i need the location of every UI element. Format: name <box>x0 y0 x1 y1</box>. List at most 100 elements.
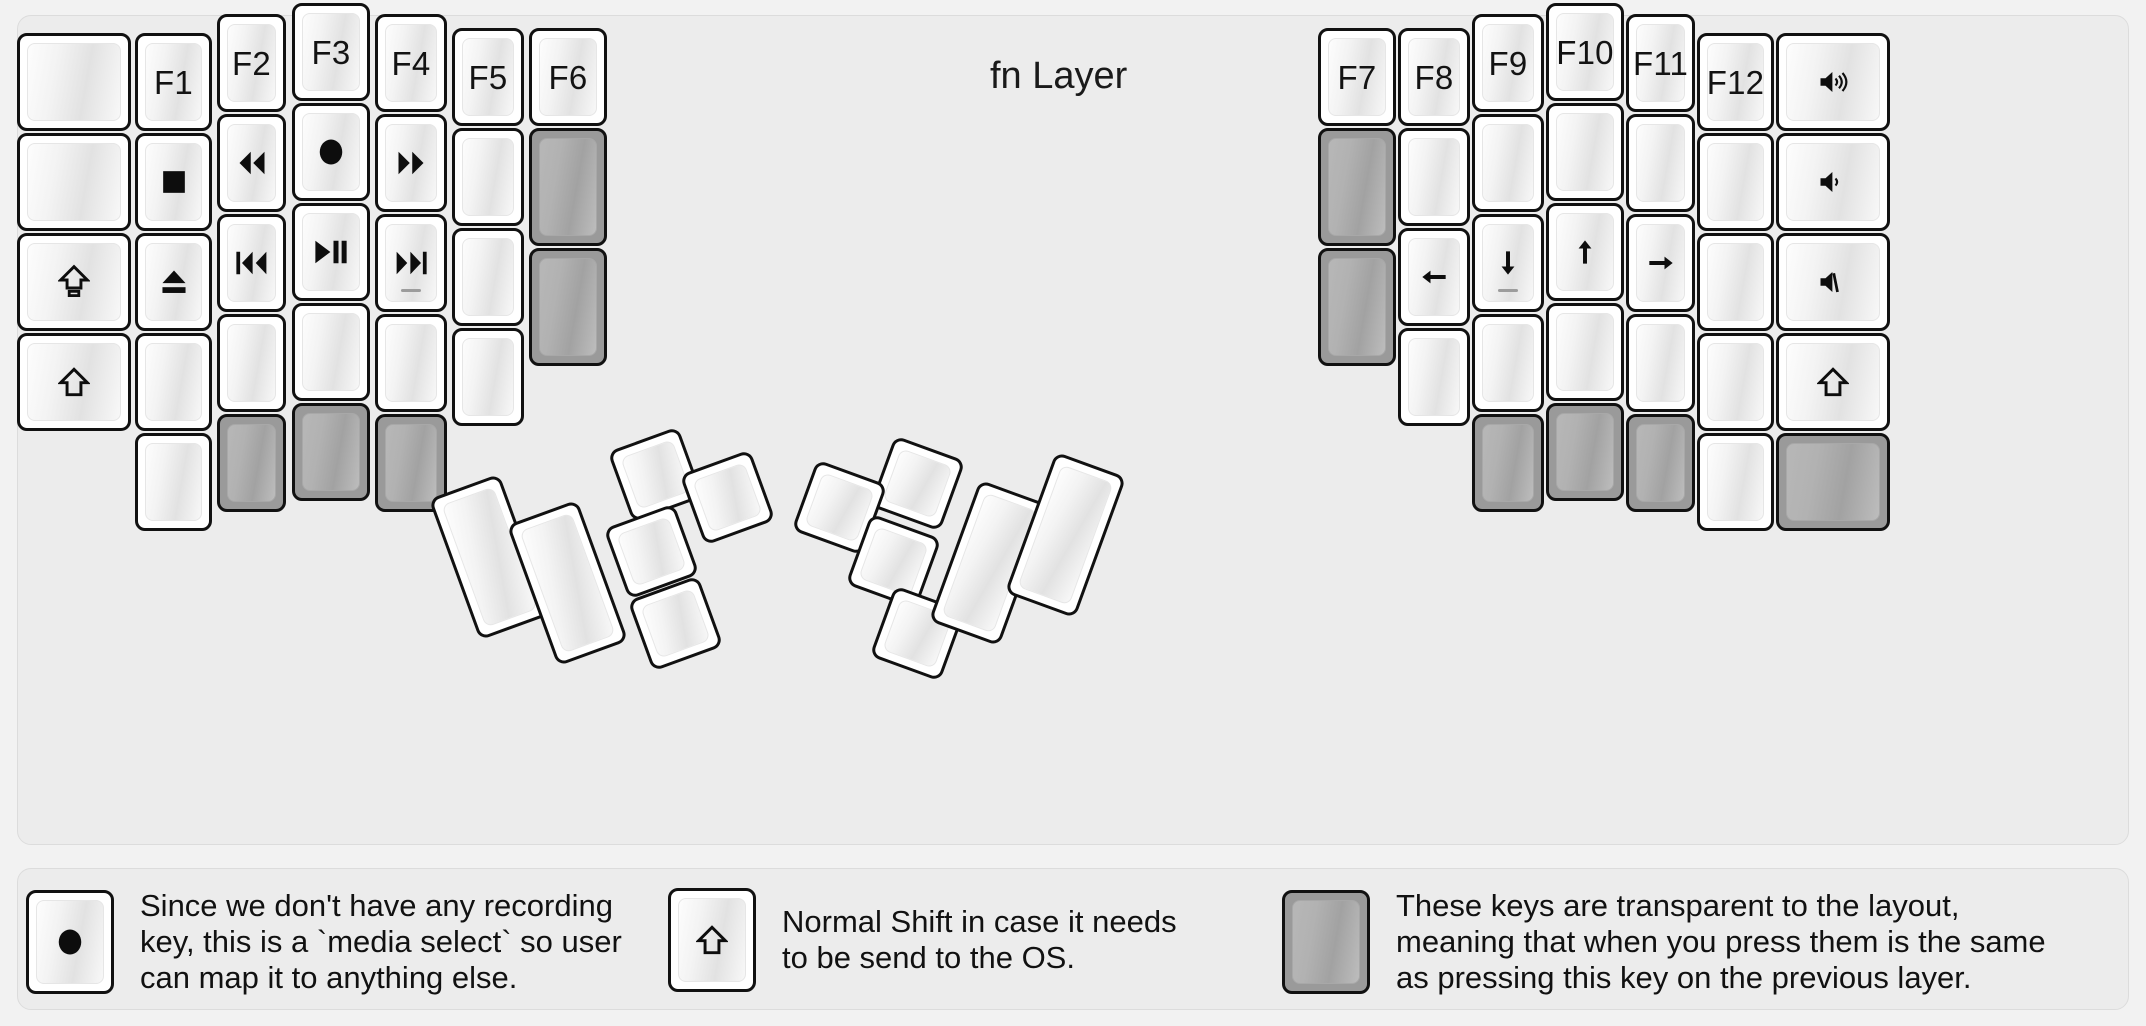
left-col-middle-key-3[interactable] <box>292 303 370 401</box>
right-col-innermost-key-1[interactable] <box>1318 128 1396 246</box>
right-col-pinky-key-3[interactable] <box>1697 333 1774 431</box>
right-col-pinky-key-1[interactable] <box>1697 133 1774 231</box>
left-col-pinky-key-2[interactable] <box>135 233 212 331</box>
right-col-inner-key-0[interactable]: F8 <box>1398 28 1470 126</box>
right-col-ring-key-3[interactable] <box>1626 314 1695 412</box>
left-col-innermost-key-2[interactable] <box>529 248 607 366</box>
left-col-outer-key-2[interactable] <box>17 233 131 331</box>
left-col-inner-key-1[interactable] <box>452 128 524 226</box>
right-col-index-key-4[interactable] <box>1472 414 1544 512</box>
right-col-outer-key-3[interactable] <box>1776 333 1890 431</box>
left-col-inner-key-3[interactable] <box>452 328 524 426</box>
left-col-pinky-key-0[interactable]: F1 <box>135 33 212 131</box>
keycap-face <box>1556 413 1614 491</box>
left-col-pinky-key-3[interactable] <box>135 333 212 431</box>
left-col-middle-key-0[interactable]: F3 <box>292 3 370 101</box>
keycap-face: F7 <box>1328 38 1386 116</box>
left-col-inner-key-0[interactable]: F5 <box>452 28 524 126</box>
keycap-face <box>1328 138 1386 236</box>
record-icon <box>316 136 346 168</box>
keycap-face <box>302 113 360 191</box>
keycap-face <box>1707 443 1764 521</box>
keycap-face <box>227 224 276 302</box>
right-col-innermost-key-0[interactable]: F7 <box>1318 28 1396 126</box>
right-col-index-key-2[interactable] <box>1472 214 1544 312</box>
left-col-outer-key-1[interactable] <box>17 133 131 231</box>
left-col-index-key-4[interactable] <box>375 414 447 512</box>
left-col-index-key-1[interactable] <box>375 114 447 212</box>
keycap-face <box>1482 324 1534 402</box>
key-label: F1 <box>154 63 193 101</box>
caps-lock-icon <box>58 263 90 301</box>
keycap-face <box>1556 213 1614 291</box>
right-col-ring-key-0[interactable]: F11 <box>1626 14 1695 112</box>
left-col-middle-key-4[interactable] <box>292 403 370 501</box>
right-col-ring-key-2[interactable] <box>1626 214 1695 312</box>
right-col-outer-key-1[interactable] <box>1776 133 1890 231</box>
left-col-ring-key-1[interactable] <box>217 114 286 212</box>
right-col-index-key-0[interactable]: F9 <box>1472 14 1544 112</box>
right-col-middle-key-1[interactable] <box>1546 103 1624 201</box>
left-col-ring-key-3[interactable] <box>217 314 286 412</box>
keycap-face <box>227 124 276 202</box>
keycap-face <box>1786 43 1880 121</box>
keycap-face <box>302 413 360 491</box>
keycap-face <box>145 243 202 321</box>
right-col-inner-key-3[interactable] <box>1398 328 1470 426</box>
right-col-outer-key-0[interactable] <box>1776 33 1890 131</box>
right-col-middle-key-0[interactable]: F10 <box>1546 3 1624 101</box>
left-col-outer-key-0[interactable] <box>17 33 131 131</box>
left-col-pinky-key-1[interactable] <box>135 133 212 231</box>
keycap-face <box>1636 324 1685 402</box>
right-col-pinky-key-0[interactable]: F12 <box>1697 33 1774 131</box>
right-col-outer-key-2[interactable] <box>1776 233 1890 331</box>
left-col-index-key-3[interactable] <box>375 314 447 412</box>
left-col-innermost-key-0[interactable]: F6 <box>529 28 607 126</box>
keycap-face: F9 <box>1482 24 1534 102</box>
keycap-face <box>640 588 711 659</box>
right-col-ring-key-1[interactable] <box>1626 114 1695 212</box>
fast-forward-icon <box>392 148 430 178</box>
left-col-pinky-key-4[interactable] <box>135 433 212 531</box>
eject-icon <box>157 267 191 297</box>
key-label: F7 <box>1337 58 1377 96</box>
right-col-middle-key-4[interactable] <box>1546 403 1624 501</box>
legend-text-0: Since we don't have any recording key, t… <box>140 888 622 995</box>
legend-text-1: Normal Shift in case it needs to be send… <box>782 904 1177 975</box>
left-col-ring-key-2[interactable] <box>217 214 286 312</box>
left-col-index-key-0[interactable]: F4 <box>375 14 447 112</box>
right-col-inner-key-1[interactable] <box>1398 128 1470 226</box>
right-col-middle-key-2[interactable] <box>1546 203 1624 301</box>
right-col-index-key-3[interactable] <box>1472 314 1544 412</box>
right-col-pinky-key-2[interactable] <box>1697 233 1774 331</box>
page-title: fn Layer <box>990 55 1128 97</box>
left-col-middle-key-2[interactable] <box>292 203 370 301</box>
right-col-index-key-1[interactable] <box>1472 114 1544 212</box>
left-col-middle-key-1[interactable] <box>292 103 370 201</box>
left-col-innermost-key-1[interactable] <box>529 128 607 246</box>
keycap-face <box>27 343 121 421</box>
left-col-index-key-2[interactable] <box>375 214 447 312</box>
left-col-ring-key-4[interactable] <box>217 414 286 512</box>
arrow-right-icon <box>1643 249 1679 277</box>
keycap-face <box>385 324 437 402</box>
right-col-middle-key-3[interactable] <box>1546 303 1624 401</box>
keycap-face: F1 <box>145 43 202 121</box>
left-col-inner-key-2[interactable] <box>452 228 524 326</box>
keycap-face <box>1556 313 1614 391</box>
legend-keycap-face <box>36 899 104 984</box>
left-col-outer-key-3[interactable] <box>17 333 131 431</box>
right-col-inner-key-2[interactable] <box>1398 228 1470 326</box>
keycap-face <box>145 143 202 221</box>
right-col-innermost-key-2[interactable] <box>1318 248 1396 366</box>
legend-key-2 <box>1282 889 1370 994</box>
volume-up-icon <box>1814 67 1852 97</box>
shift-arrow-icon <box>1817 365 1849 399</box>
left-col-ring-key-0[interactable]: F2 <box>217 14 286 112</box>
right-col-outer-key-4[interactable] <box>1776 433 1890 531</box>
key-label: F3 <box>311 33 351 71</box>
keycap-face <box>462 338 514 416</box>
right-col-pinky-key-4[interactable] <box>1697 433 1774 531</box>
legend-text-2: These keys are transparent to the layout… <box>1396 888 2046 995</box>
right-col-ring-key-4[interactable] <box>1626 414 1695 512</box>
